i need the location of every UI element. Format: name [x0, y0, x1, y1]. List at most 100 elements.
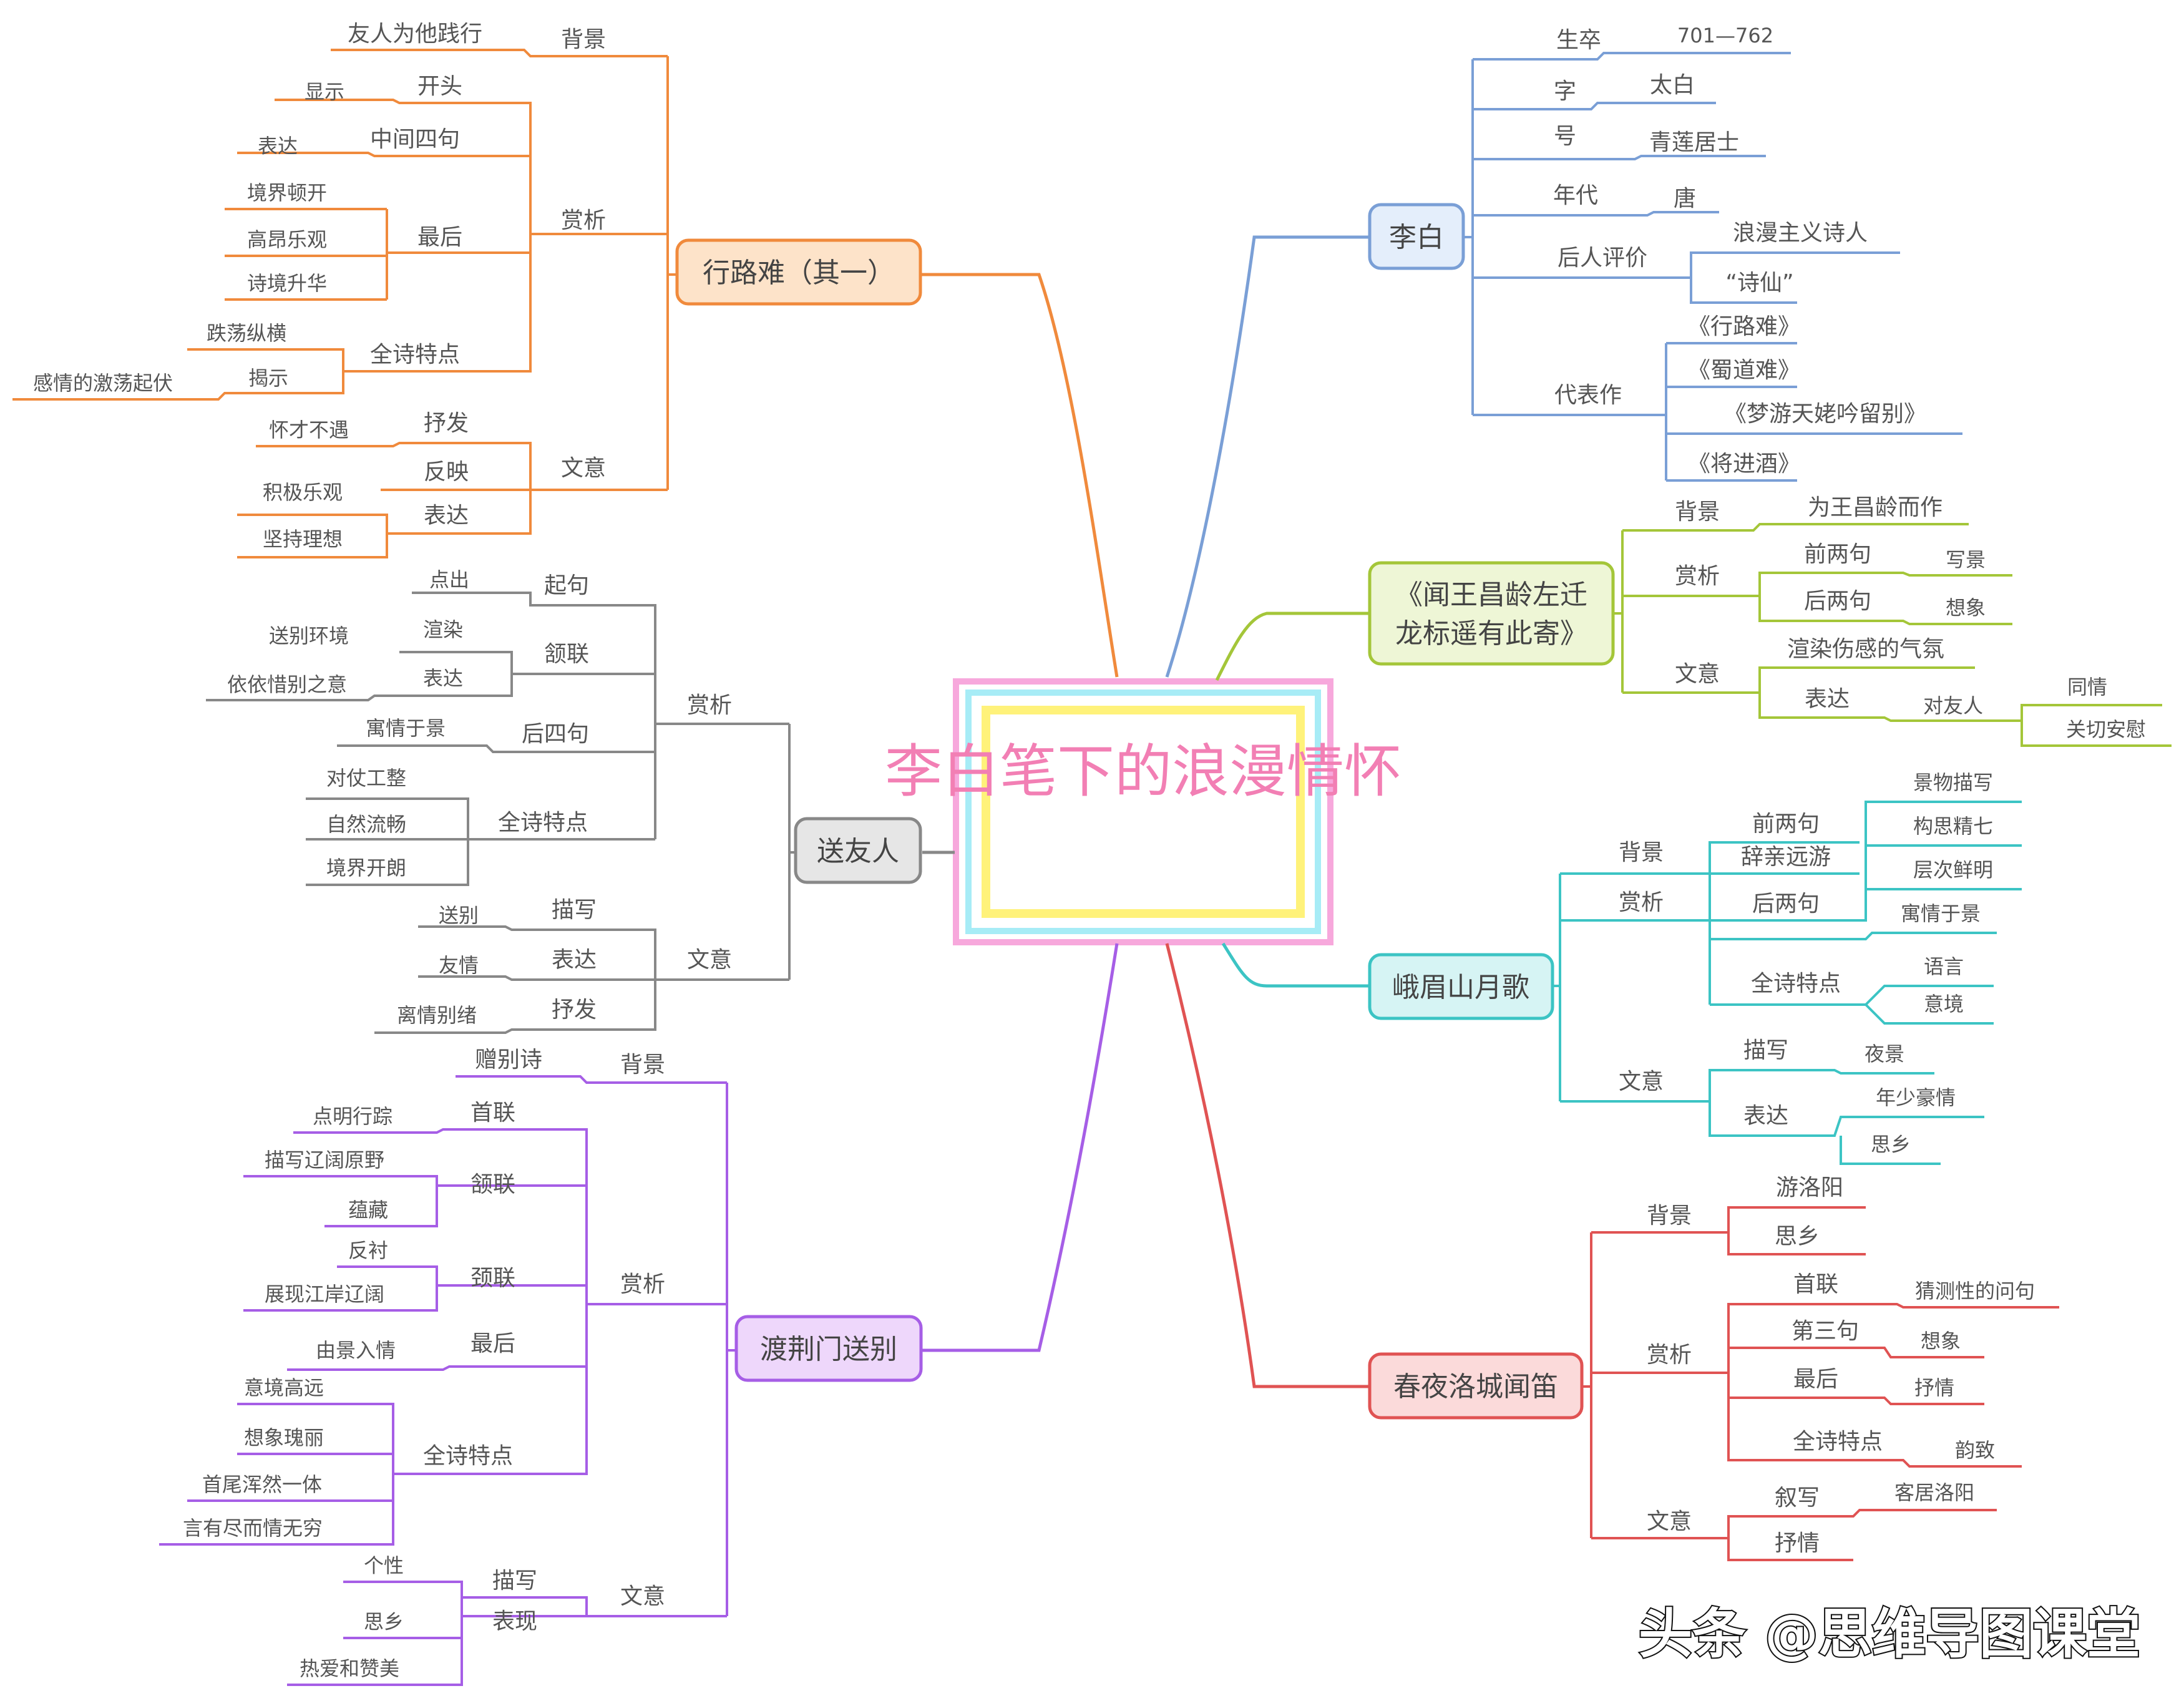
label-nianshao: 年少豪情	[1876, 1086, 1956, 1109]
label-chunye: 春夜洛城闻笛	[1393, 1371, 1558, 1403]
nodes-songyouren: 送友人 赏析 起句 点出 颔联 渲染 送别环境 表达 依依惜别之意 后四句 寓情…	[227, 568, 922, 1027]
node-emei[interactable]	[1368, 953, 1554, 1020]
label-yiyi: 依依惜别之意	[227, 673, 347, 696]
connector-dujingmen	[920, 943, 1119, 1352]
label-jianchi: 坚持理想	[263, 527, 343, 551]
label-cy-wenyi: 文意	[1647, 1509, 1692, 1534]
label-yuyan: 语言	[1924, 955, 1964, 978]
label-zuo-3: 《梦游天姥吟留别》	[1724, 401, 1926, 427]
label-jiji: 积极乐观	[263, 480, 343, 504]
label-wenyi: 文意	[561, 456, 606, 481]
line-zi	[1473, 102, 1716, 110]
label-sy-biaoda2: 表达	[552, 947, 597, 973]
label-bg: 背景	[561, 27, 606, 52]
center-title: 李白笔下的浪漫情怀	[885, 738, 1402, 805]
label-sy-jingjie: 境界开朗	[326, 856, 406, 880]
label-gexing: 个性	[364, 1554, 404, 1577]
label-ziran: 自然流畅	[326, 812, 406, 836]
main-connectors	[920, 235, 1370, 1388]
line-wenyi	[374, 925, 789, 1034]
label-hanlian: 颔联	[544, 641, 589, 667]
label-em-sixiang: 思乡	[1871, 1133, 1911, 1156]
label-songbie: 送别	[439, 904, 479, 927]
line-wenyi	[1591, 1509, 1997, 1561]
center-frame-cyan	[965, 690, 1321, 934]
label-duiyouren: 对友人	[1923, 694, 1983, 718]
label-dj-zuihou: 最后	[470, 1331, 515, 1357]
line-bg	[1591, 1206, 1866, 1255]
label-caice: 猜测性的问句	[1915, 1279, 2035, 1303]
label-ww-xiangxiang: 想象	[1946, 596, 1986, 620]
label-cy-shoulian: 首联	[1793, 1272, 1838, 1297]
connector-chunye	[1165, 943, 1370, 1388]
label-em-wenyi: 文意	[1619, 1069, 1664, 1094]
line-shangxi	[206, 592, 789, 886]
label-cengci: 层次鲜明	[1913, 858, 1993, 882]
nodes-xinglunan: 行路难（其一） 背景 友人为他践行 赏析 开头 显示 中间四句 表达 最后 境界…	[33, 21, 922, 551]
label-cy-sixiang: 思乡	[1775, 1224, 1820, 1249]
label-em-miaoxie: 描写	[1743, 1038, 1788, 1063]
label-dujingmen: 渡荆门送别	[760, 1333, 897, 1365]
branch-emei	[1553, 801, 2022, 1165]
node-libai[interactable]	[1368, 203, 1465, 270]
label-jingwu: 景物描写	[1913, 771, 1993, 794]
label-liqing: 离情别绪	[397, 1003, 477, 1027]
label-jingjie: 境界顿开	[247, 181, 327, 205]
node-wenwang[interactable]	[1368, 561, 1615, 666]
label-zuo-4: 《将进酒》	[1688, 451, 1800, 477]
connector-xinglunan	[920, 273, 1119, 678]
label-cy-shangxi: 赏析	[1647, 1342, 1692, 1368]
label-wenwang-1: 《闻王昌龄左迁	[1395, 579, 1587, 611]
label-ww-shangxi: 赏析	[1675, 563, 1720, 589]
label-guanqie: 关切安慰	[2066, 718, 2146, 741]
node-xinglunan[interactable]	[675, 238, 922, 306]
label-cy-tedian: 全诗特点	[1793, 1429, 1883, 1455]
label-hao: 号	[1554, 124, 1576, 149]
line-daibiao	[1473, 342, 1962, 482]
label-gousi: 构思精七	[1913, 814, 1993, 838]
label-daibiao: 代表作	[1554, 383, 1622, 408]
label-sy-wenyi: 文意	[687, 947, 732, 973]
label-zi-val: 太白	[1650, 72, 1695, 98]
line-wenyi	[237, 442, 668, 558]
label-dj-wenyi: 文意	[620, 1584, 665, 1609]
label-xuanran: 渲染	[423, 618, 463, 641]
label-fanying: 反映	[424, 459, 469, 485]
label-em-qianliang: 前两句	[1752, 811, 1820, 837]
label-yuncang: 蕴藏	[348, 1198, 388, 1222]
label-sy-yuqing: 寓情于景	[366, 716, 446, 740]
label-xianshi: 显示	[305, 80, 344, 104]
label-disan: 第三句	[1792, 1318, 1859, 1344]
label-em-tedian: 全诗特点	[1751, 971, 1841, 997]
line-wenyi	[1560, 1069, 1984, 1165]
center-node[interactable]: 李白笔下的浪漫情怀	[885, 678, 1402, 945]
line-hao	[1473, 155, 1766, 160]
line-wenyi	[1622, 666, 2172, 747]
node-songyouren[interactable]	[794, 817, 922, 884]
label-dj-yijing: 意境高远	[244, 1376, 324, 1400]
label-huaicai: 怀才不遇	[269, 418, 349, 442]
line-shangxi	[1591, 1303, 2059, 1468]
nodes-dujingmen: 渡荆门送别 背景 赠别诗 赏析 首联 点明行踪 颔联 描写辽阔原野 蕴藏 颈联 …	[183, 1047, 923, 1680]
line-wenyi	[287, 1581, 727, 1686]
label-zhanxian: 展现江岸辽阔	[265, 1282, 384, 1306]
label-ww-bg: 背景	[1675, 499, 1720, 525]
label-em-shangxi: 赏析	[1619, 890, 1664, 915]
label-shijing: 诗境升华	[247, 271, 327, 295]
line-shangxi	[1559, 801, 2022, 1005]
line-niandai	[1473, 211, 1719, 217]
label-cy-xiangxiang: 想象	[1921, 1329, 1961, 1353]
label-dj-sixiang: 思乡	[364, 1610, 404, 1634]
label-libai: 李白	[1389, 222, 1444, 253]
node-dujingmen[interactable]	[734, 1315, 923, 1382]
nodes-chunye: 春夜洛城闻笛 背景 游洛阳 思乡 赏析 首联 猜测性的问句 第三句 想象 最后 …	[1368, 1175, 2035, 1556]
label-youluoyang: 游洛阳	[1776, 1175, 1843, 1201]
label-dj-bg-detail: 赠别诗	[475, 1047, 542, 1073]
label-tedian: 全诗特点	[370, 342, 460, 368]
line-shangxi	[1622, 572, 2012, 625]
line-zuihou	[225, 208, 530, 301]
label-dj-shangxi: 赏析	[620, 1272, 665, 1297]
label-yunzhi: 韵致	[1955, 1438, 1995, 1462]
node-chunye[interactable]	[1368, 1352, 1584, 1420]
nodes-libai: 李白 生卒 701—762 字 太白 号 青莲居士 年代 唐 后人评价 浪漫主义…	[1368, 24, 1926, 477]
